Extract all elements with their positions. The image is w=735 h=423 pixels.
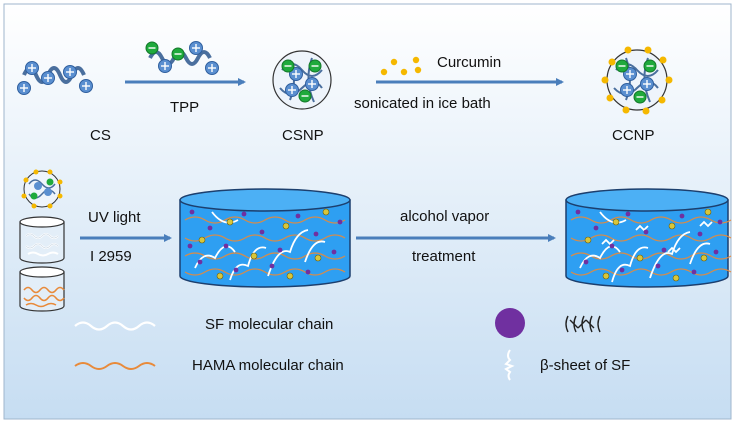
legend-sf-chain-label: SF molecular chain [205, 316, 334, 333]
curcumin-dots-icon [380, 56, 422, 76]
legend-beta-sheet-icon [504, 349, 515, 381]
uv-light-label: UV light [88, 209, 141, 226]
treated-hydrogel-cylinder-icon [565, 188, 732, 288]
alcohol-vapor-label: alcohol vapor [400, 208, 490, 225]
legend-crosslink-icon [565, 315, 601, 333]
cs-chain-icon [16, 60, 94, 96]
legend-sf-chain-line [74, 321, 156, 331]
legend-purple-dot-icon [495, 308, 525, 338]
legend-hama-chain-label: HAMA molecular chain [192, 357, 344, 374]
initiator-label: I 2959 [90, 248, 132, 265]
small-ccnp-icon [21, 169, 63, 209]
ccnp-label: CCNP [612, 127, 655, 144]
treatment-label: treatment [412, 248, 476, 265]
curcumin-label: Curcumin [437, 54, 502, 71]
tpp-label: TPP [170, 99, 200, 116]
legend-hama-chain-line [74, 362, 156, 370]
sonicated-label: sonicated in ice bath [354, 95, 491, 112]
beaker-sf-icon [19, 216, 65, 264]
csnp-sphere-icon [272, 50, 332, 110]
hydrogel-cylinder-icon [179, 188, 351, 288]
legend-beta-sheet-label: β-sheet of SF [540, 357, 631, 374]
ccnp-sphere-icon [601, 46, 673, 115]
tpp-chain-icon [145, 40, 220, 76]
cs-label: CS [90, 127, 111, 144]
csnp-label: CSNP [282, 127, 324, 144]
beaker-hama-icon [19, 266, 65, 312]
